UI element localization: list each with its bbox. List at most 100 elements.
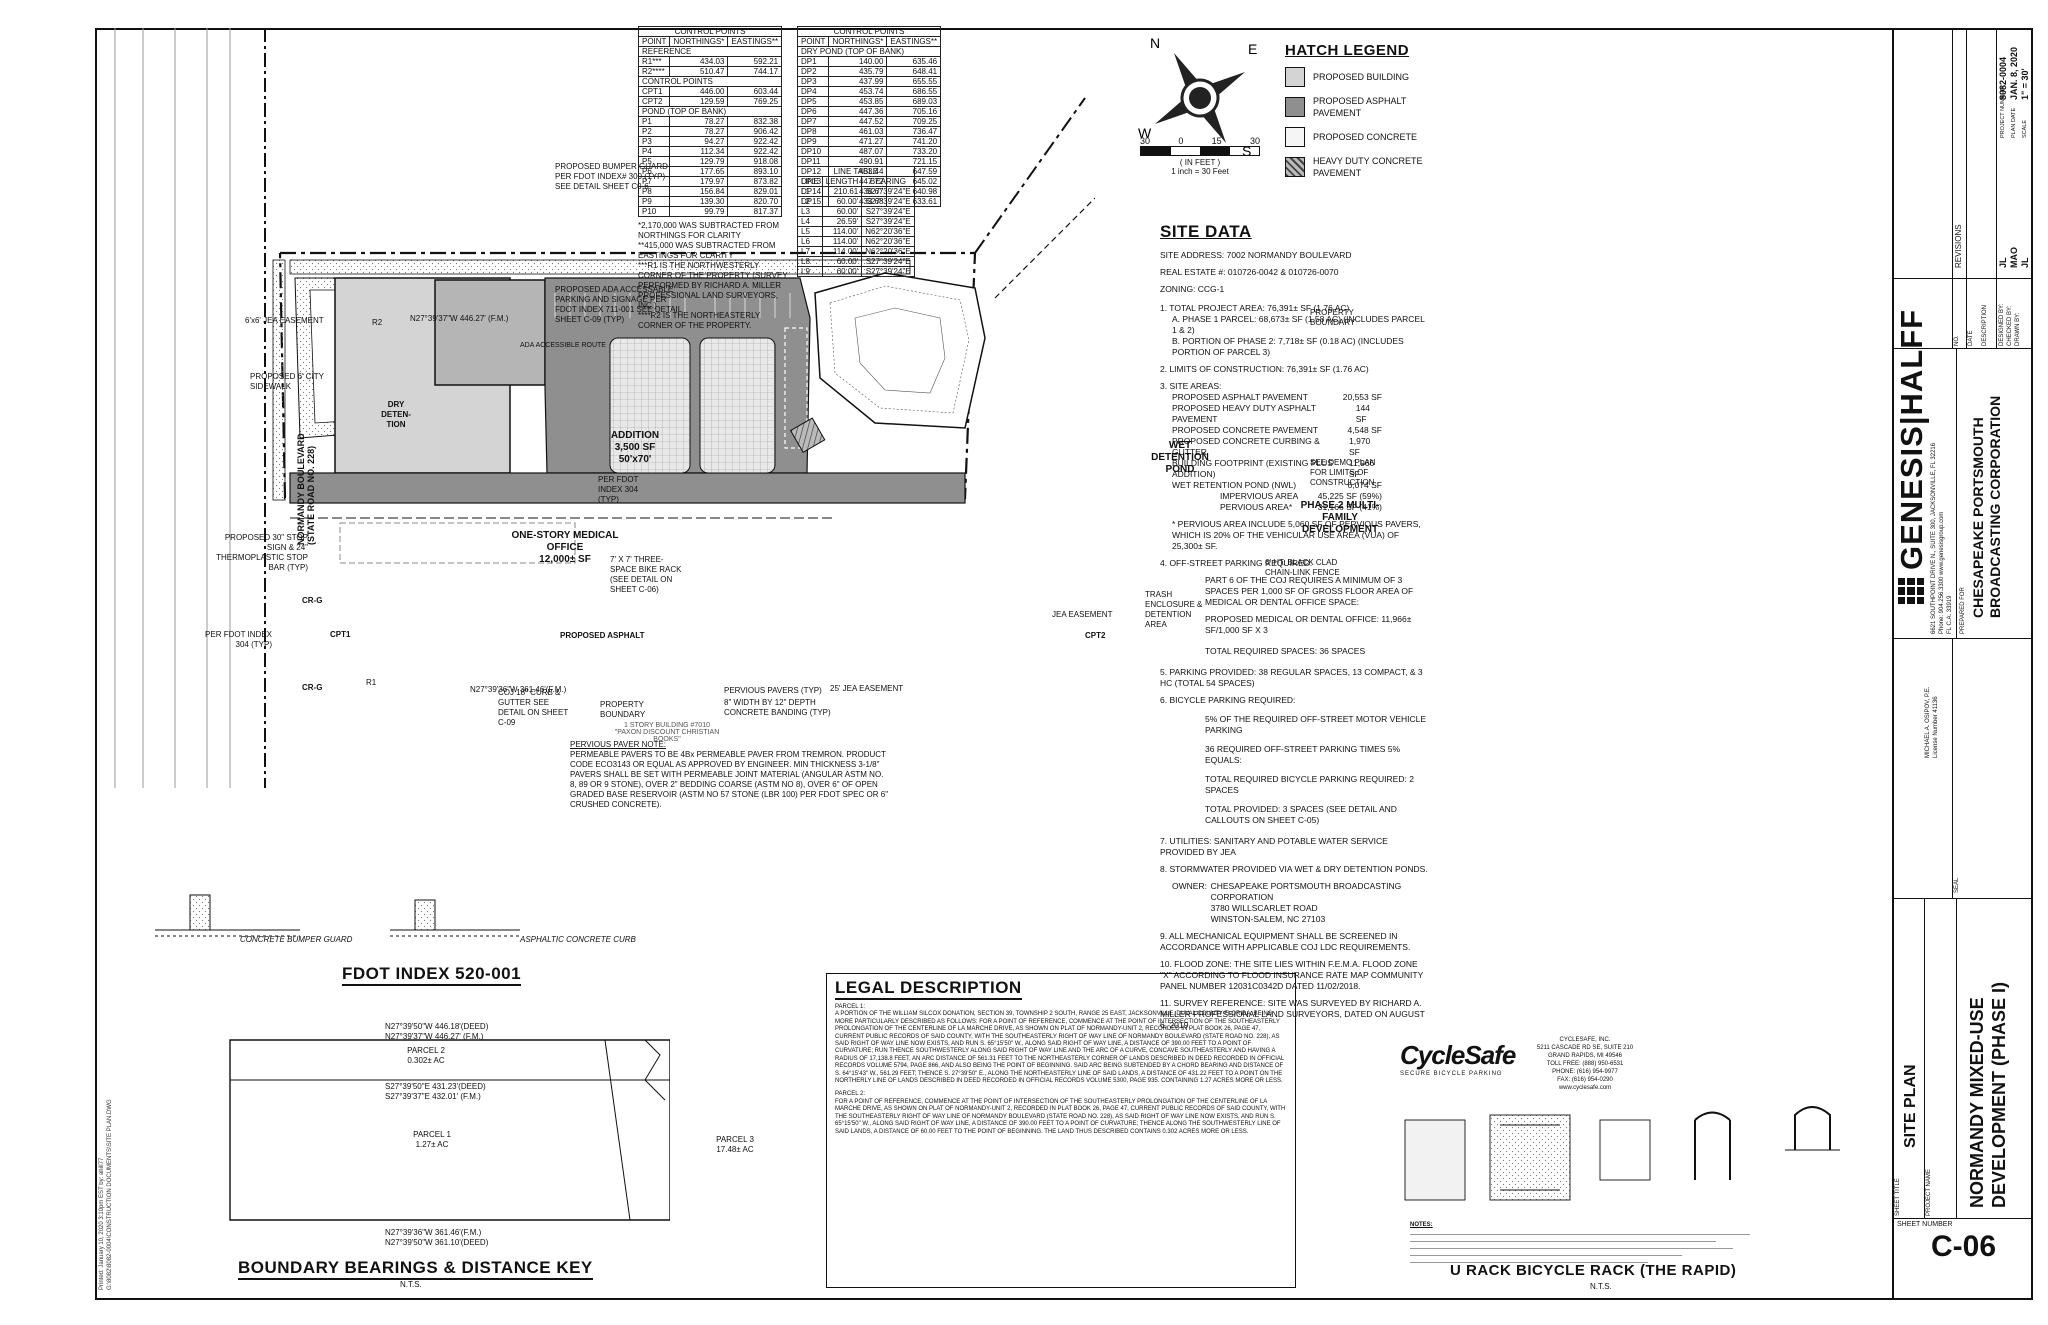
project-values: 8082-0004 JAN. 8, 2020 1" = 30' <box>1998 47 2031 100</box>
table-cell: 733.20 <box>886 146 942 157</box>
site-item-11: 11. SURVEY REFERENCE: SITE WAS SURVEYED … <box>1160 998 1425 1030</box>
table-cell: CPT2 <box>637 96 671 107</box>
table-cell: 721.15 <box>886 156 942 167</box>
client-name: CHESAPEAKE PORTSMOUTH BROADCASTING CORPO… <box>1970 396 2004 618</box>
firm-address: 6621 SOUTHPOINT DRIVE N., SUITE 300, JAC… <box>1931 442 1937 634</box>
parcel-1-name: PARCEL 1 <box>413 1130 451 1139</box>
table-cell: 129.79 <box>669 156 729 167</box>
project-name-label: PROJECT NAME <box>1926 1169 1932 1216</box>
owner-street: 3780 WILLSCARLET ROAD <box>1210 903 1318 913</box>
table-cell: 453.74 <box>828 86 888 97</box>
table-cell: 114.00' <box>821 236 863 247</box>
seal-block: MICHAEL A. OSIPOV, P.E. License Number 4… <box>1894 638 2033 899</box>
site-item-6a: 5% OF THE REQUIRED OFF-STREET MOTOR VEHI… <box>1205 714 1427 735</box>
sheet-title-block: SHEET TITLE SITE PLAN PROJECT NAME NORMA… <box>1894 898 2033 1218</box>
project-number-value: 8082-0004 <box>1998 56 2008 100</box>
jea-25-easement: 25' JEA EASEMENT <box>830 684 904 693</box>
wet-pond-label: WET DETENTION POND <box>1151 440 1209 475</box>
parcel-2-label: PARCEL 2 0.302± AC <box>386 1046 466 1066</box>
boundary-key-subtitle: N.T.S. <box>400 1280 422 1289</box>
client-line-1: CHESAPEAKE PORTSMOUTH <box>1970 417 1986 618</box>
control-point-note: ****R2 IS THE NORTHEASTERLY CORNER OF TH… <box>638 311 761 330</box>
table-cell: S27°39'24"E <box>861 186 915 197</box>
parcel-3-name: PARCEL 3 <box>716 1135 754 1144</box>
ada-route-label: ADA ACCESSIBLE ROUTE <box>520 342 606 349</box>
table-section-row: CONTROL POINTS <box>637 76 783 87</box>
office-title: ONE-STORY MEDICAL OFFICE <box>511 530 619 553</box>
table-cell: DP6 <box>796 106 830 117</box>
site-item-8: 8. STORMWATER PROVIDED VIA WET & DRY DET… <box>1160 864 1428 874</box>
cpt2-label: CPT2 <box>1085 631 1106 640</box>
table-cell: 829.01 <box>727 186 783 197</box>
table-header: EASTINGS** <box>886 36 942 47</box>
revision-no-col <box>1952 28 1967 348</box>
control-point-note: **415,000 WAS SUBTRACTED FROM EASTINGS F… <box>638 241 776 260</box>
site-item-6d: TOTAL PROVIDED: 3 SPACES (SEE DETAIL AND… <box>1205 804 1397 825</box>
table-cell: L2 <box>797 196 823 207</box>
table-cell: 705.16 <box>886 106 942 117</box>
table-cell: S27°39'24"E <box>861 266 915 277</box>
site-data: SITE DATA SITE ADDRESS: 7002 NORMANDY BO… <box>1160 222 1430 1031</box>
parcel-2-area: 0.302± AC <box>407 1056 445 1065</box>
table-cell: 453.85 <box>828 96 888 107</box>
engineer-name: MICHAEL A. OSIPOV, P.E. <box>1925 686 1931 758</box>
table-cell: 922.42 <box>727 146 783 157</box>
table-cell: 437.99 <box>828 76 888 87</box>
firm-license: FL C.A. 33919 <box>1947 595 1953 634</box>
legal-parcel-2-text: FOR A POINT OF REFERENCE, COMMENCE AT TH… <box>835 1098 1286 1135</box>
legal-title: LEGAL DESCRIPTION <box>835 978 1022 1000</box>
table-cell: R1*** <box>637 56 671 67</box>
table-section: DRY POND (TOP OF BANK) <box>796 46 942 57</box>
legend-item: PROPOSED CONCRETE <box>1285 127 1435 147</box>
table-cell: DP10 <box>796 146 830 157</box>
table-cell: 139.30 <box>669 196 729 207</box>
table-header: POINT <box>637 36 671 47</box>
office-area: 12,000± SF <box>539 554 591 565</box>
table-cell: 744.17 <box>727 66 783 77</box>
designer-values: JL MAO JL <box>1998 247 2031 268</box>
legend-label: PROPOSED BUILDING <box>1313 72 1410 82</box>
concrete-banding-note: 8" WIDTH BY 12" DEPTH CONCRETE BANDING (… <box>724 698 831 717</box>
fdot-detail-drawings <box>155 894 520 937</box>
scale-ticks: 30 0 15 30 <box>1140 136 1260 146</box>
table-cell: 603.44 <box>727 86 783 97</box>
table-cell: 78.27 <box>669 116 729 127</box>
per-fdot-304-a: PER FDOT INDEX 304 (TYP) <box>598 475 639 504</box>
pervious-note: * PERVIOUS AREA INCLUDE 5,060 SF OF PERV… <box>1172 519 1421 551</box>
revisions-date-label: DATE <box>1968 330 1974 346</box>
site-area-label: PROPOSED CONCRETE CURBING & GUTTER <box>1172 436 1320 457</box>
table-cell: DP3 <box>796 76 830 87</box>
owner-city: WINSTON-SALEM, NC 27103 <box>1210 914 1326 924</box>
firm-divider <box>1956 348 1957 638</box>
table-cell: DP4 <box>796 86 830 97</box>
table-title-row: LINE TABLE <box>797 166 915 177</box>
engineer-license: License Number 41136 <box>1933 696 1939 758</box>
table-cell: 179.97 <box>669 176 729 187</box>
parcel-1-area: 1.27± AC <box>415 1140 449 1149</box>
cyclesafe-brand: CycleSafe <box>1400 1040 1516 1070</box>
dry-detention-label: DRY DETEN-TION <box>381 400 411 429</box>
table-header: LINE <box>797 176 823 187</box>
hatch-legend: HATCH LEGEND PROPOSED BUILDING PROPOSED … <box>1285 42 1435 179</box>
table-cell: P1 <box>637 116 671 127</box>
bearing-bottom: N27°39'36"W 361.46'(F.M.) <box>470 685 567 694</box>
table-cell: L5 <box>797 226 823 237</box>
table-section: REFERENCE <box>637 46 783 57</box>
cpt1-label: CPT1 <box>330 630 351 639</box>
fdot-title: FDOT INDEX 520-001 <box>342 964 522 986</box>
table-cell: 689.03 <box>886 96 942 107</box>
legend-item: PROPOSED BUILDING <box>1285 67 1435 87</box>
